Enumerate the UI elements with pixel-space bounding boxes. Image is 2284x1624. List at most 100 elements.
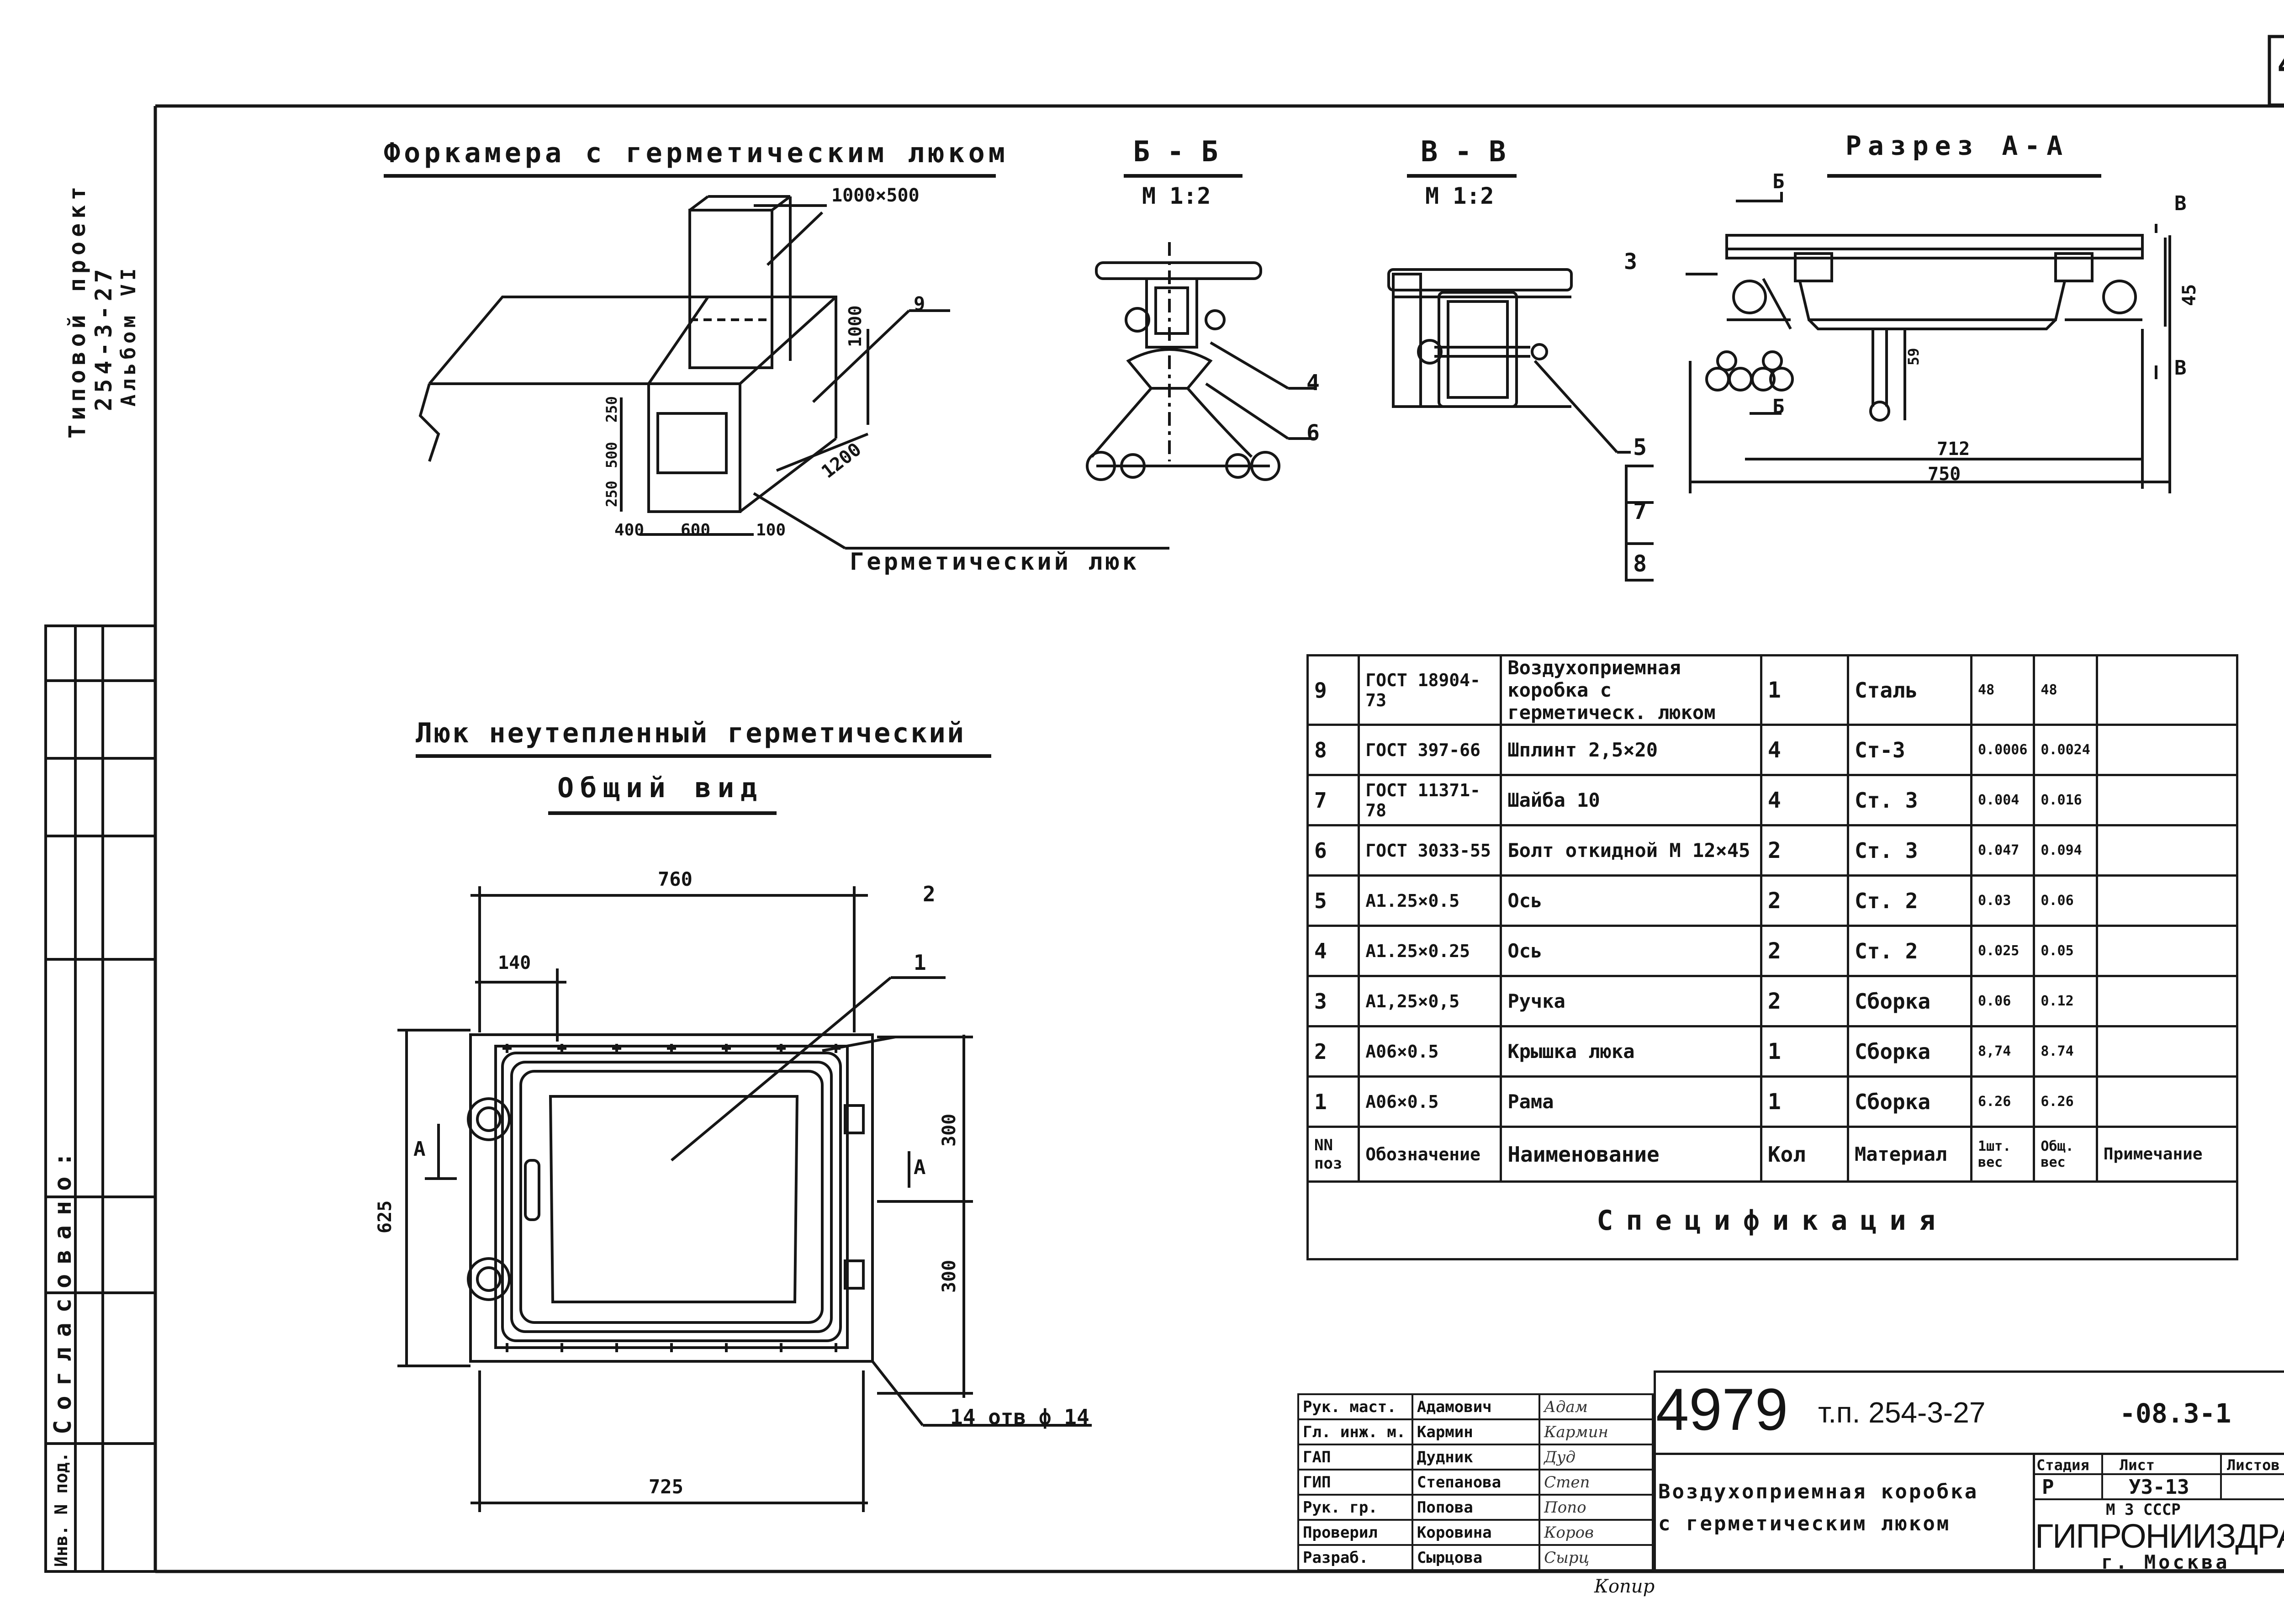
gv-mark-a-right: А (914, 1156, 926, 1179)
spec-cell-name: Ручка (1500, 975, 1762, 1027)
spec-h-pos: NN поз (1306, 1126, 1360, 1183)
spec-cell-name: Шплинт 2,5×20 (1500, 724, 1762, 776)
forkamera-title: Форкамера с герметическим люком (384, 137, 1009, 169)
stamp-name: Попова (1411, 1494, 1541, 1521)
spec-h-total-weight: Общ. вес (2033, 1126, 2098, 1183)
gv-dim-625: 625 (375, 1200, 396, 1233)
spec-cell-note (2095, 654, 2239, 726)
side-header-line1: Типовой проект (64, 182, 90, 439)
spec-cell-designation: А1.25×0.5 (1358, 874, 1502, 927)
spec-cell-material: Ст. 3 (1846, 774, 1973, 826)
stamp-org: ГИПРОНИИЗДРАВ (2035, 1517, 2284, 1555)
gv-dim-725: 725 (649, 1476, 683, 1498)
section-bb-pos-4: 4 (1306, 370, 1320, 396)
spec-cell-unit-weight: 0.047 (1970, 824, 2036, 877)
side-approval-label: Согласовано: (49, 1142, 77, 1434)
spec-cell-qty: 2 (1760, 874, 1849, 927)
section-aa-mark-b-bottom: Б (1772, 395, 1785, 418)
stamp-role: Рук. маст. (1297, 1393, 1413, 1420)
dim-250b: 250 (603, 481, 620, 507)
spec-cell-qty: 4 (1760, 724, 1849, 776)
spec-cell-name: Ось (1500, 874, 1762, 927)
section-bb-title: Б - Б (1133, 135, 1218, 168)
gv-holes-note: 14 отв ф 14 (950, 1405, 1089, 1429)
stamp-title-line2: с герметическим люком (1658, 1512, 1951, 1535)
general-view (397, 886, 1092, 1512)
spec-cell-note (2095, 925, 2239, 977)
section-vv-view (1387, 268, 1654, 582)
spec-cell-qty: 2 (1760, 824, 1849, 877)
spec-cell-name: Болт откидной М 12×45 (1500, 824, 1762, 877)
spec-h-unit-weight: 1шт. вес (1970, 1126, 2036, 1183)
hatch-label: Герметический люк (850, 548, 1140, 576)
spec-cell-unit-weight: 48 (1970, 654, 2036, 726)
spec-cell-total-weight: 0.05 (2033, 925, 2098, 977)
dim-1000: 1000 (845, 305, 865, 347)
gv-mark-a-left: А (413, 1137, 426, 1161)
spec-cell-pos: 9 (1306, 654, 1360, 726)
spec-cell-unit-weight: 6.26 (1970, 1075, 2036, 1128)
spec-cell-total-weight: 0.094 (2033, 824, 2098, 877)
spec-cell-designation: ГОСТ 11371-78 (1358, 774, 1502, 826)
side-project-header: Типовой проект 254-3-27 Альбом VI (64, 155, 140, 439)
side-inv-label: Инв. N под. (51, 1452, 71, 1567)
spec-cell-qty: 2 (1760, 925, 1849, 977)
spec-cell-pos: 1 (1306, 1075, 1360, 1128)
section-aa-pos-3: 3 (1624, 249, 1637, 275)
general-view-title: Люк неутепленный герметический (416, 717, 966, 749)
spec-cell-note (2095, 1075, 2239, 1128)
section-aa-dim-750: 750 (1928, 464, 1961, 485)
title-underlines (384, 174, 2101, 815)
spec-cell-note (2095, 874, 2239, 927)
stamp-role: ГИП (1297, 1469, 1413, 1496)
stamp-role: Разраб. (1297, 1544, 1413, 1571)
spec-h-material: Материал (1846, 1126, 1973, 1183)
gv-dim-300a: 300 (939, 1113, 960, 1147)
stamp-name: Кармин (1411, 1418, 1541, 1445)
spec-cell-material: Ст-3 (1846, 724, 1973, 776)
stamp-sheet-code: -08.3-1 (2120, 1398, 2231, 1429)
dim-600: 600 (681, 521, 711, 540)
spec-cell-total-weight: 0.0024 (2033, 724, 2098, 776)
dim-400: 400 (614, 521, 645, 540)
section-bb-view (1086, 242, 1316, 481)
section-aa-mark-v-top: В (2174, 192, 2187, 215)
stamp-right-block (1654, 1370, 2284, 1571)
stamp-name: Коровина (1411, 1519, 1541, 1546)
stamp-stage-label: Стадия (2036, 1456, 2089, 1474)
spec-caption: Спецификация (1306, 1180, 2238, 1260)
spec-cell-pos: 6 (1306, 824, 1360, 877)
spec-cell-name: Воздухоприемная коробка с герметическ. л… (1500, 654, 1762, 726)
stamp-role: ГАП (1297, 1444, 1413, 1471)
spec-cell-name: Рама (1500, 1075, 1762, 1128)
stamp-inventory-no: 4979 (1656, 1376, 1788, 1443)
stamp-sign: Кармин (1539, 1418, 1654, 1445)
stamp-divider-h3 (2033, 1498, 2284, 1500)
spec-cell-unit-weight: 0.025 (1970, 925, 2036, 977)
section-vv-pos-5: 5 (1633, 434, 1647, 460)
spec-h-qty: Кол (1760, 1126, 1849, 1183)
spec-cell-total-weight: 48 (2033, 654, 2098, 726)
spec-h-designation: Обозначение (1358, 1126, 1502, 1183)
stamp-sign: Сырц (1539, 1544, 1654, 1571)
spec-cell-pos: 3 (1306, 975, 1360, 1027)
spec-cell-unit-weight: 0.03 (1970, 874, 2036, 927)
stamp-divider-v1 (2033, 1453, 2035, 1571)
spec-cell-qty: 1 (1760, 654, 1849, 726)
spec-caption-row: Спецификация (1306, 1180, 2238, 1260)
section-vv-scale: М 1:2 (1425, 183, 1494, 209)
spec-cell-pos: 8 (1306, 724, 1360, 776)
spec-cell-designation: ГОСТ 18904-73 (1358, 654, 1502, 726)
gv-dim-140: 140 (498, 952, 531, 973)
